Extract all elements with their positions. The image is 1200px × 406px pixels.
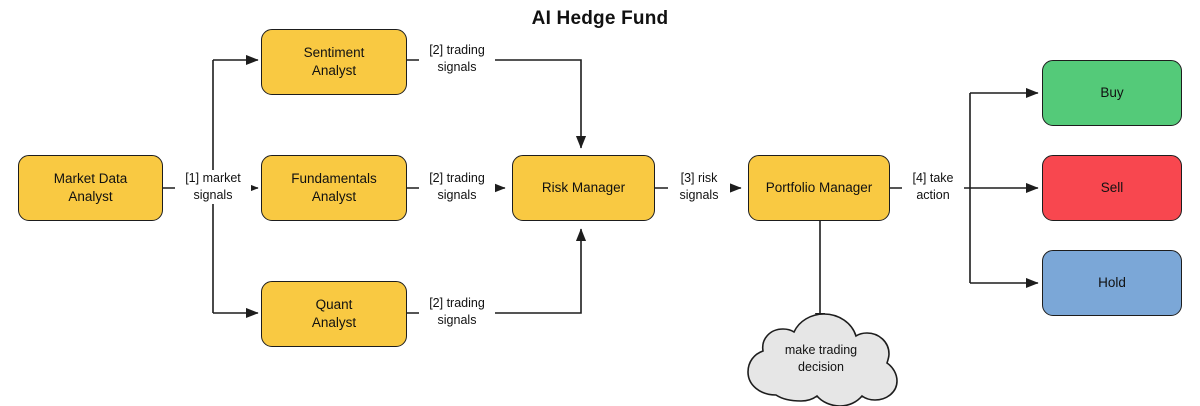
edge-label-take-action: [4] take action [902, 170, 964, 204]
edge-label-trading-signals-sentiment: [2] trading signals [419, 42, 495, 76]
node-make-trading-decision[interactable]: make trading decision [745, 316, 897, 402]
node-hold[interactable]: Hold [1042, 250, 1182, 316]
node-label: Risk Manager [541, 179, 626, 195]
node-label: Sentiment Analyst [303, 44, 365, 78]
node-market-data-analyst[interactable]: Market Data Analyst [18, 155, 163, 221]
node-portfolio-manager[interactable]: Portfolio Manager [748, 155, 890, 221]
node-label: Buy [1100, 84, 1124, 100]
node-label: Quant Analyst [311, 296, 357, 330]
node-label: Market Data Analyst [53, 170, 128, 204]
cloud-label: make trading decision [784, 343, 858, 374]
node-label: Portfolio Manager [765, 179, 873, 195]
page-title: AI Hedge Fund [531, 8, 669, 29]
node-buy[interactable]: Buy [1042, 60, 1182, 126]
node-label: Fundamentals Analyst [291, 170, 377, 204]
node-sentiment-analyst[interactable]: Sentiment Analyst [261, 29, 407, 95]
edge-label-trading-signals-quant: [2] trading signals [419, 295, 495, 329]
node-quant-analyst[interactable]: Quant Analyst [261, 281, 407, 347]
node-label: Sell [1100, 179, 1124, 195]
edge-label-risk-signals: [3] risk signals [668, 170, 730, 204]
node-sell[interactable]: Sell [1042, 155, 1182, 221]
edge-label-trading-signals-fundamentals: [2] trading signals [419, 170, 495, 204]
node-label: Hold [1098, 274, 1126, 290]
node-risk-manager[interactable]: Risk Manager [512, 155, 655, 221]
edge-label-market-signals: [1] market signals [175, 170, 251, 204]
node-fundamentals-analyst[interactable]: Fundamentals Analyst [261, 155, 407, 221]
